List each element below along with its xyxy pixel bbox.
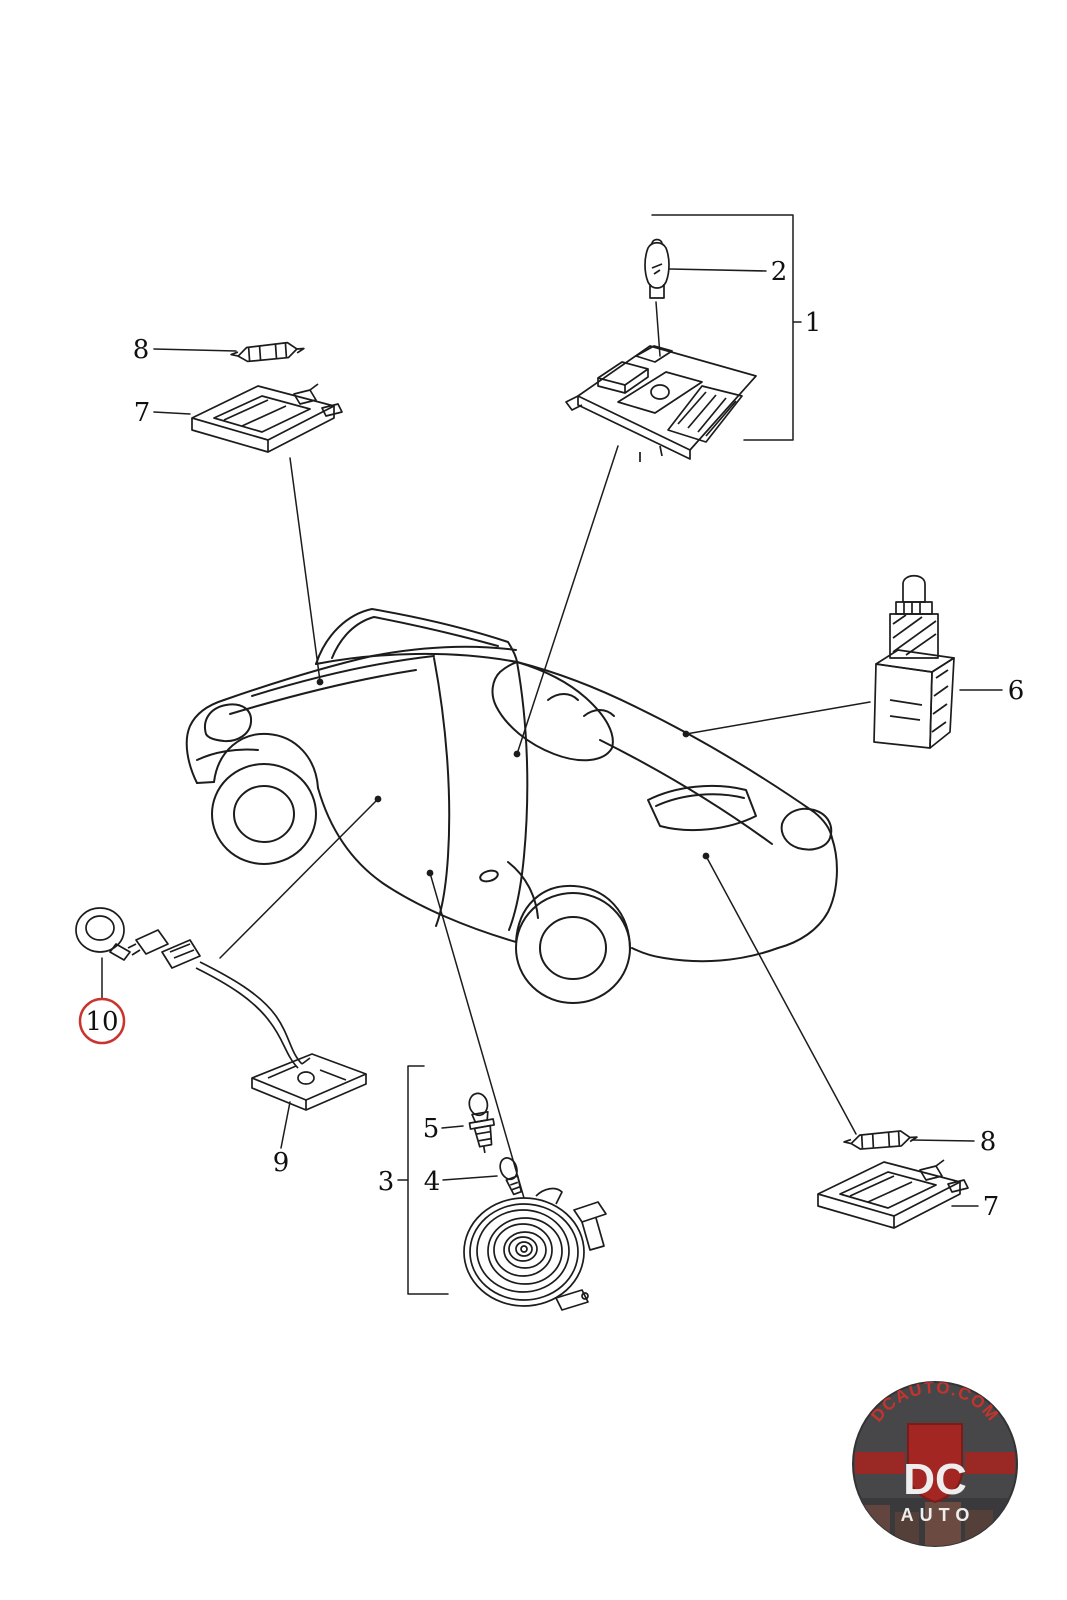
callout-10-highlight-circle [78, 997, 126, 1045]
connection-dots [316, 678, 710, 877]
callout-8-bottom: 8 [980, 1127, 997, 1157]
watermark-left-bar [855, 1452, 905, 1474]
callout-3: 3 [378, 1167, 395, 1197]
callout-2: 2 [771, 257, 788, 287]
leader-lines [101, 214, 1003, 1295]
part-4-wedge-bulb [499, 1157, 523, 1196]
part-5-bulb-holder [468, 1092, 496, 1154]
part-10-grommet [75, 907, 131, 961]
watermark-main-text: DC [903, 1455, 967, 1504]
callout-9: 9 [273, 1148, 290, 1178]
watermark-right-bar [965, 1452, 1015, 1474]
part-2-bulb [644, 238, 670, 299]
callout-7-bottom: 7 [983, 1192, 1000, 1222]
car-illustration [185, 608, 838, 1004]
part-9-harness-lamp [127, 929, 367, 1111]
watermark-shield [907, 1423, 963, 1504]
callout-1: 1 [805, 308, 822, 338]
callout-labels: 1 2 3 4 5 6 7 8 7 8 9 10 [78, 257, 1025, 1222]
callout-5: 5 [423, 1114, 440, 1144]
watermark-sub-text: AUTO [901, 1505, 976, 1525]
callout-6: 6 [1008, 676, 1025, 706]
part-1-interior-light-housing [565, 345, 757, 462]
callout-4: 4 [424, 1167, 441, 1197]
part-6-switch [873, 574, 955, 749]
callout-7-top: 7 [134, 398, 151, 428]
callout-10: 10 [85, 1007, 118, 1037]
callout-8-top: 8 [133, 335, 150, 365]
part-3-horn [463, 1187, 607, 1311]
